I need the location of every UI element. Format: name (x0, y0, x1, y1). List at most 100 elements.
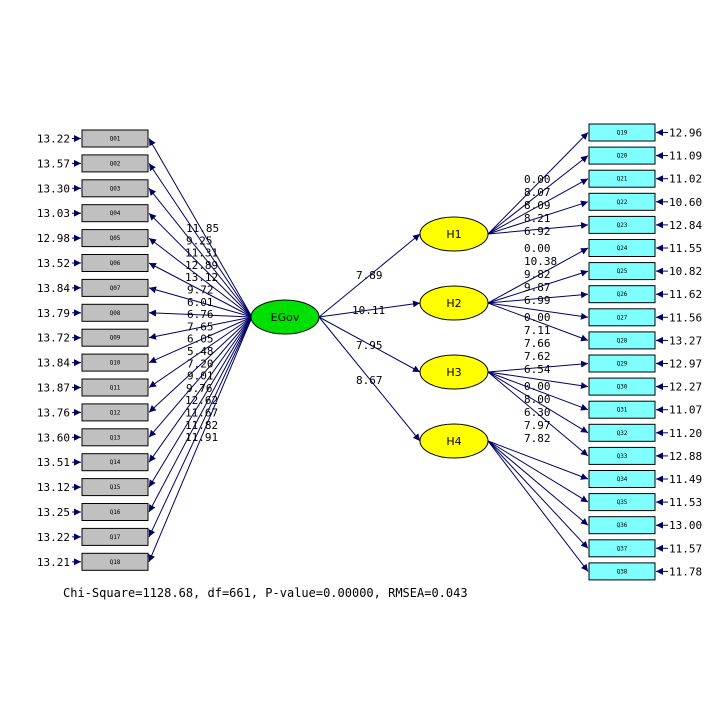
loading-label: 8.00 (524, 393, 551, 406)
indicator-box-q34 (588, 470, 656, 488)
loading-arrow (148, 316, 253, 488)
loading-arrow (487, 371, 589, 457)
loading-arrow (148, 138, 253, 318)
indicator-box-q11 (81, 378, 149, 397)
loading-arrow (148, 316, 253, 562)
indicator-label: Q06 (110, 260, 121, 267)
structural-path-h2 (318, 300, 421, 318)
variable-shapes: Q01Q02Q03Q04Q05Q06Q07Q08Q09Q10Q11Q12Q13Q… (81, 123, 656, 581)
indicator-label: Q20 (617, 153, 628, 160)
error-variance-label: 13.84 (37, 282, 70, 295)
indicator-label: Q02 (110, 160, 121, 167)
loading-label: 6.01 (187, 296, 214, 309)
error-variance-label: 13.12 (37, 481, 70, 494)
egov-label: EGov (271, 311, 300, 324)
loading-arrow (487, 222, 589, 235)
indicator-label: Q16 (110, 509, 121, 516)
loading-arrow (148, 316, 253, 413)
loading-arrow (148, 316, 253, 340)
error-variance-label: 11.56 (669, 311, 702, 324)
indicator-box-q30 (588, 377, 656, 396)
indicator-label: Q13 (110, 434, 121, 441)
indicator-label: Q14 (110, 459, 121, 466)
loading-label: 9.82 (524, 268, 551, 281)
indicator-box-q24 (588, 239, 656, 257)
indicator-label: Q10 (110, 360, 121, 367)
latent-ellipse-h4 (419, 423, 489, 459)
indicator-label: Q36 (617, 522, 628, 529)
indicator-label: Q25 (617, 268, 628, 275)
indicator-label: Q31 (617, 407, 628, 414)
indicator-label: Q07 (110, 285, 121, 292)
error-variance-label: 13.03 (37, 207, 70, 220)
fit-statistics: Chi-Square=1128.68, df=661, P-value=0.00… (63, 586, 468, 600)
indicator-box-q07 (81, 278, 149, 297)
error-variance-label: 13.52 (37, 257, 70, 270)
loading-arrow (487, 440, 589, 480)
indicator-box-q36 (588, 516, 656, 535)
error-variance-label: 13.51 (37, 456, 70, 469)
loading-arrow (487, 302, 589, 342)
path-lines (72, 129, 668, 575)
indicator-box-q19 (588, 123, 656, 142)
indicator-label: Q12 (110, 409, 121, 416)
latent-label: H2 (446, 297, 461, 310)
indicator-box-q38 (588, 562, 656, 581)
loading-arrow (148, 309, 253, 318)
latent-ellipse-h2 (419, 285, 489, 321)
error-variance-label: 12.97 (669, 358, 702, 371)
loading-label: 9.87 (524, 281, 551, 294)
loading-arrow (148, 163, 253, 318)
loading-label: 7.82 (524, 432, 551, 445)
error-variance-label: 11.02 (669, 173, 702, 186)
indicator-box-q27 (588, 308, 656, 327)
indicator-box-q04 (81, 204, 149, 223)
error-variance-label: 11.07 (669, 404, 702, 417)
loading-arrow (148, 316, 253, 513)
loading-arrow (487, 371, 589, 434)
loading-label: 6.05 (187, 333, 214, 346)
loading-label: 8.21 (524, 212, 551, 225)
loading-label: 6.76 (187, 308, 214, 321)
loading-arrow (487, 371, 589, 411)
loading-label: 11.85 (186, 222, 219, 235)
error-variance-label: 13.27 (669, 334, 702, 347)
loading-label: 11.31 (185, 247, 218, 260)
error-variance-label: 13.30 (37, 182, 70, 195)
error-variance-label: 11.55 (669, 242, 702, 255)
indicator-label: Q33 (617, 453, 628, 460)
indicator-label: Q30 (617, 384, 628, 391)
error-variance-label: 11.09 (669, 150, 702, 163)
loading-label: 0.00 (524, 173, 551, 186)
indicator-label: Q08 (110, 310, 121, 317)
indicator-box-q01 (81, 129, 149, 148)
loading-arrow (487, 440, 589, 549)
error-variance-label: 11.20 (669, 427, 702, 440)
indicator-label: Q35 (617, 499, 628, 506)
error-variance-label: 12.88 (669, 450, 702, 463)
loading-label: 6.92 (524, 225, 551, 238)
indicator-label: Q19 (617, 130, 628, 137)
loading-arrow (487, 200, 589, 235)
loading-arrow (487, 360, 589, 373)
loading-label: 5.48 (187, 345, 214, 358)
loading-label: 11.82 (185, 419, 218, 432)
latent-label: H3 (446, 366, 461, 379)
loading-arrow (487, 291, 589, 304)
loading-label: 0.00 (524, 380, 551, 393)
indicator-label: Q05 (110, 235, 121, 242)
error-variance-label: 13.84 (37, 357, 70, 370)
loading-label: 12.62 (185, 394, 218, 407)
indicator-box-q29 (588, 354, 656, 373)
error-variance-label: 13.22 (37, 133, 70, 146)
error-variance-label: 13.76 (37, 406, 70, 419)
structural-path-h4 (318, 316, 421, 442)
loading-label: 8.09 (524, 199, 551, 212)
error-variance-label: 10.82 (669, 265, 702, 278)
loading-label: 7.66 (524, 337, 551, 350)
indicator-box-q33 (588, 446, 656, 465)
error-variance-label: 13.22 (37, 531, 70, 544)
loading-arrow (148, 316, 253, 538)
loading-arrow (487, 269, 589, 304)
loading-arrow (148, 316, 253, 388)
